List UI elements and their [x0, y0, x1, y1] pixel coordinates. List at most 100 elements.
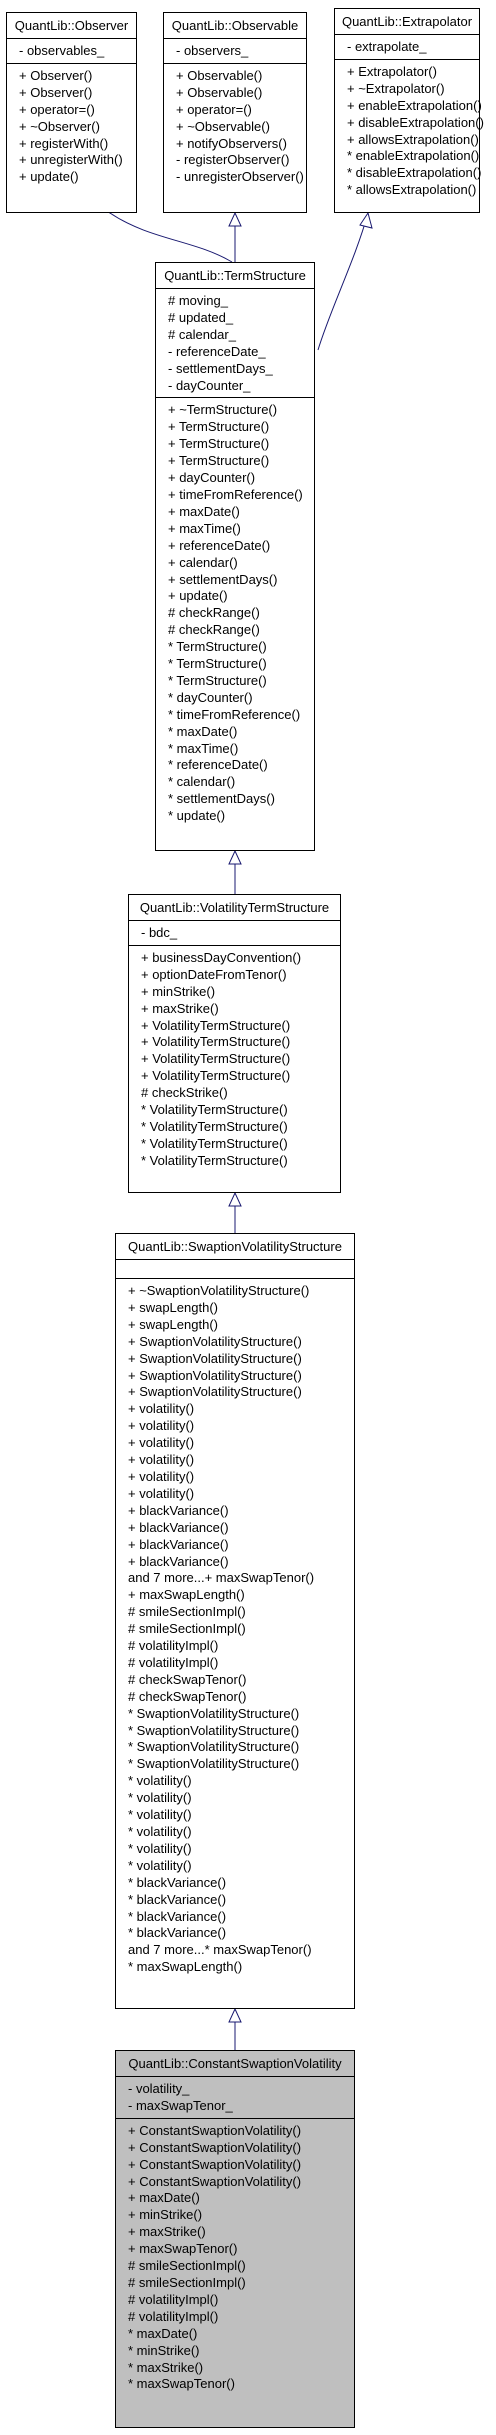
method-item: # volatilityImpl(): [128, 1654, 219, 1670]
attributes-section: - extrapolate_: [335, 35, 479, 60]
method-item: + ConstantSwaptionVolatility(): [128, 2122, 302, 2138]
method-item: + ~SwaptionVolatilityStructure(): [128, 1283, 310, 1298]
method-item: + registerWith(): [19, 135, 109, 151]
method-item: * SwaptionVolatilityStructure(): [128, 1756, 300, 1772]
attribute-item: # calendar_: [168, 326, 236, 342]
method-item: # smileSectionImpl(): [128, 2274, 246, 2290]
method-item: + ConstantSwaptionVolatility(): [128, 2173, 302, 2189]
method-item: + timeFromReference(): [168, 486, 303, 502]
method-item: + TermStructure(): [168, 419, 270, 435]
class-box-voltermstructure[interactable]: QuantLib::VolatilityTermStructure - bdc_…: [128, 894, 341, 1193]
method-item: + maxStrike(): [128, 2224, 206, 2240]
method-item: + settlementDays(): [168, 571, 278, 587]
class-title: QuantLib::SwaptionVolatilityStructure: [116, 1234, 354, 1260]
method-item: + calendar(): [168, 554, 238, 570]
method-item: # checkRange(): [168, 622, 260, 638]
methods-section: + ConstantSwaptionVolatility()+ Constant…: [116, 2119, 354, 2397]
attributes-section: - observers_: [164, 39, 306, 64]
method-item: * blackVariance(): [128, 1874, 227, 1890]
method-item: - unregisterObserver(): [176, 169, 304, 185]
attribute-item: - extrapolate_: [347, 39, 427, 54]
attribute-item: - maxSwapTenor_: [128, 2097, 233, 2113]
method-item: and 7 more...+ maxSwapTenor(): [128, 1570, 315, 1586]
method-item: + VolatilityTermStructure(): [141, 1017, 291, 1033]
class-title: QuantLib::Observable: [164, 13, 306, 39]
method-item: # volatilityImpl(): [128, 2291, 219, 2307]
method-item: * maxSwapTenor(): [128, 2376, 235, 2392]
class-box-observable[interactable]: QuantLib::Observable - observers_ + Obse…: [163, 12, 307, 213]
method-item: + volatility(): [128, 1418, 195, 1434]
method-item: + operator=(): [19, 101, 95, 117]
method-item: # checkStrike(): [141, 1085, 228, 1101]
method-item: # smileSectionImpl(): [128, 2258, 246, 2274]
method-item: * TermStructure(): [168, 672, 267, 688]
method-item: * volatility(): [128, 1824, 192, 1839]
method-item: * settlementDays(): [168, 791, 275, 807]
edge-observer-termstructure: [109, 212, 233, 263]
method-item: + volatility(): [128, 1452, 195, 1468]
methods-section: + ~SwaptionVolatilityStructure() + swapLe…: [116, 1279, 354, 1979]
method-item: + SwaptionVolatilityStructure(): [128, 1367, 302, 1383]
method-item: + VolatilityTermStructure(): [141, 1068, 291, 1084]
method-item: + swapLength(): [128, 1316, 218, 1332]
methods-section: + Observer()+ Observer()+ operator=()+ ~…: [7, 64, 136, 189]
method-item: + maxDate(): [128, 2190, 200, 2206]
method-item: + referenceDate(): [168, 537, 271, 553]
method-item: + TermStructure(): [168, 453, 270, 469]
method-item: + volatility(): [128, 1468, 195, 1484]
method-item: and 7 more...* maxSwapTenor(): [128, 1942, 312, 1958]
method-item: * VolatilityTermStructure(): [141, 1118, 288, 1134]
attributes-section: - observables_: [7, 39, 136, 64]
method-item: * referenceDate(): [168, 757, 268, 773]
method-item: * TermStructure(): [168, 656, 267, 672]
method-item: + SwaptionVolatilityStructure(): [128, 1350, 302, 1366]
method-item: + businessDayConvention(): [141, 949, 302, 965]
method-item: + allowsExtrapolation(): [347, 131, 479, 147]
class-box-observer[interactable]: QuantLib::Observer - observables_ + Obse…: [6, 12, 137, 213]
method-item: + optionDateFromTenor(): [141, 966, 287, 982]
class-box-constswaptionvol[interactable]: QuantLib::ConstantSwaptionVolatility - v…: [115, 2050, 355, 2428]
method-item: + VolatilityTermStructure(): [141, 1051, 291, 1067]
method-item: * calendar(): [168, 774, 236, 790]
method-item: + ~TermStructure(): [168, 402, 278, 418]
method-item: * disableExtrapolation(): [347, 165, 482, 181]
method-item: * enableExtrapolation(): [347, 148, 480, 164]
method-item: * volatility(): [128, 1773, 192, 1789]
attribute-item: # moving_: [168, 293, 228, 308]
method-item: # smileSectionImpl(): [128, 1621, 246, 1637]
method-item: + maxStrike(): [141, 1000, 219, 1016]
method-item: + enableExtrapolation(): [347, 97, 482, 113]
method-item: + Observable(): [176, 67, 263, 83]
attributes-section: [116, 1260, 354, 1279]
method-item: + update(): [19, 169, 79, 185]
method-item: * SwaptionVolatilityStructure(): [128, 1739, 300, 1755]
method-item: # smileSectionImpl(): [128, 1604, 246, 1620]
method-item: * blackVariance(): [128, 1891, 227, 1907]
method-item: * volatility(): [128, 1807, 192, 1823]
method-item: + VolatilityTermStructure(): [141, 1034, 291, 1050]
class-box-extrapolator[interactable]: QuantLib::Extrapolator - extrapolate_ + …: [334, 8, 484, 213]
attribute-item: # updated_: [168, 309, 234, 325]
method-item: + ConstantSwaptionVolatility(): [128, 2139, 302, 2155]
method-item: + ~Observable(): [176, 118, 270, 134]
arrowhead-voltermstructure: [228, 1191, 242, 1207]
attributes-section: # moving_# updated_# calendar_- referenc…: [156, 289, 314, 399]
arrowhead-observable: [228, 211, 242, 227]
method-item: * VolatilityTermStructure(): [141, 1135, 288, 1151]
method-item: * dayCounter(): [168, 689, 253, 705]
class-title: QuantLib::Observer: [7, 13, 136, 39]
methods-section: + Observable()+ Observable()+ operator=(…: [164, 64, 306, 189]
class-box-termstructure[interactable]: QuantLib::TermStructure # moving_# updat…: [155, 262, 315, 851]
attribute-item: - referenceDate_: [168, 343, 266, 359]
methods-section: + businessDayConvention()+ optionDateFro…: [129, 946, 340, 1173]
method-item: + notifyObservers(): [176, 135, 287, 151]
method-item: + Observer(): [19, 67, 93, 83]
method-item: + blackVariance(): [128, 1536, 229, 1552]
arrowhead-termstructure: [228, 849, 242, 865]
class-box-swaptionvol[interactable]: QuantLib::SwaptionVolatilityStructure + …: [115, 1233, 355, 2009]
method-item: + maxSwapTenor(): [128, 2241, 238, 2257]
method-item: * VolatilityTermStructure(): [141, 1102, 288, 1118]
method-item: * maxDate(): [128, 2325, 198, 2341]
method-item: + operator=(): [176, 101, 252, 117]
